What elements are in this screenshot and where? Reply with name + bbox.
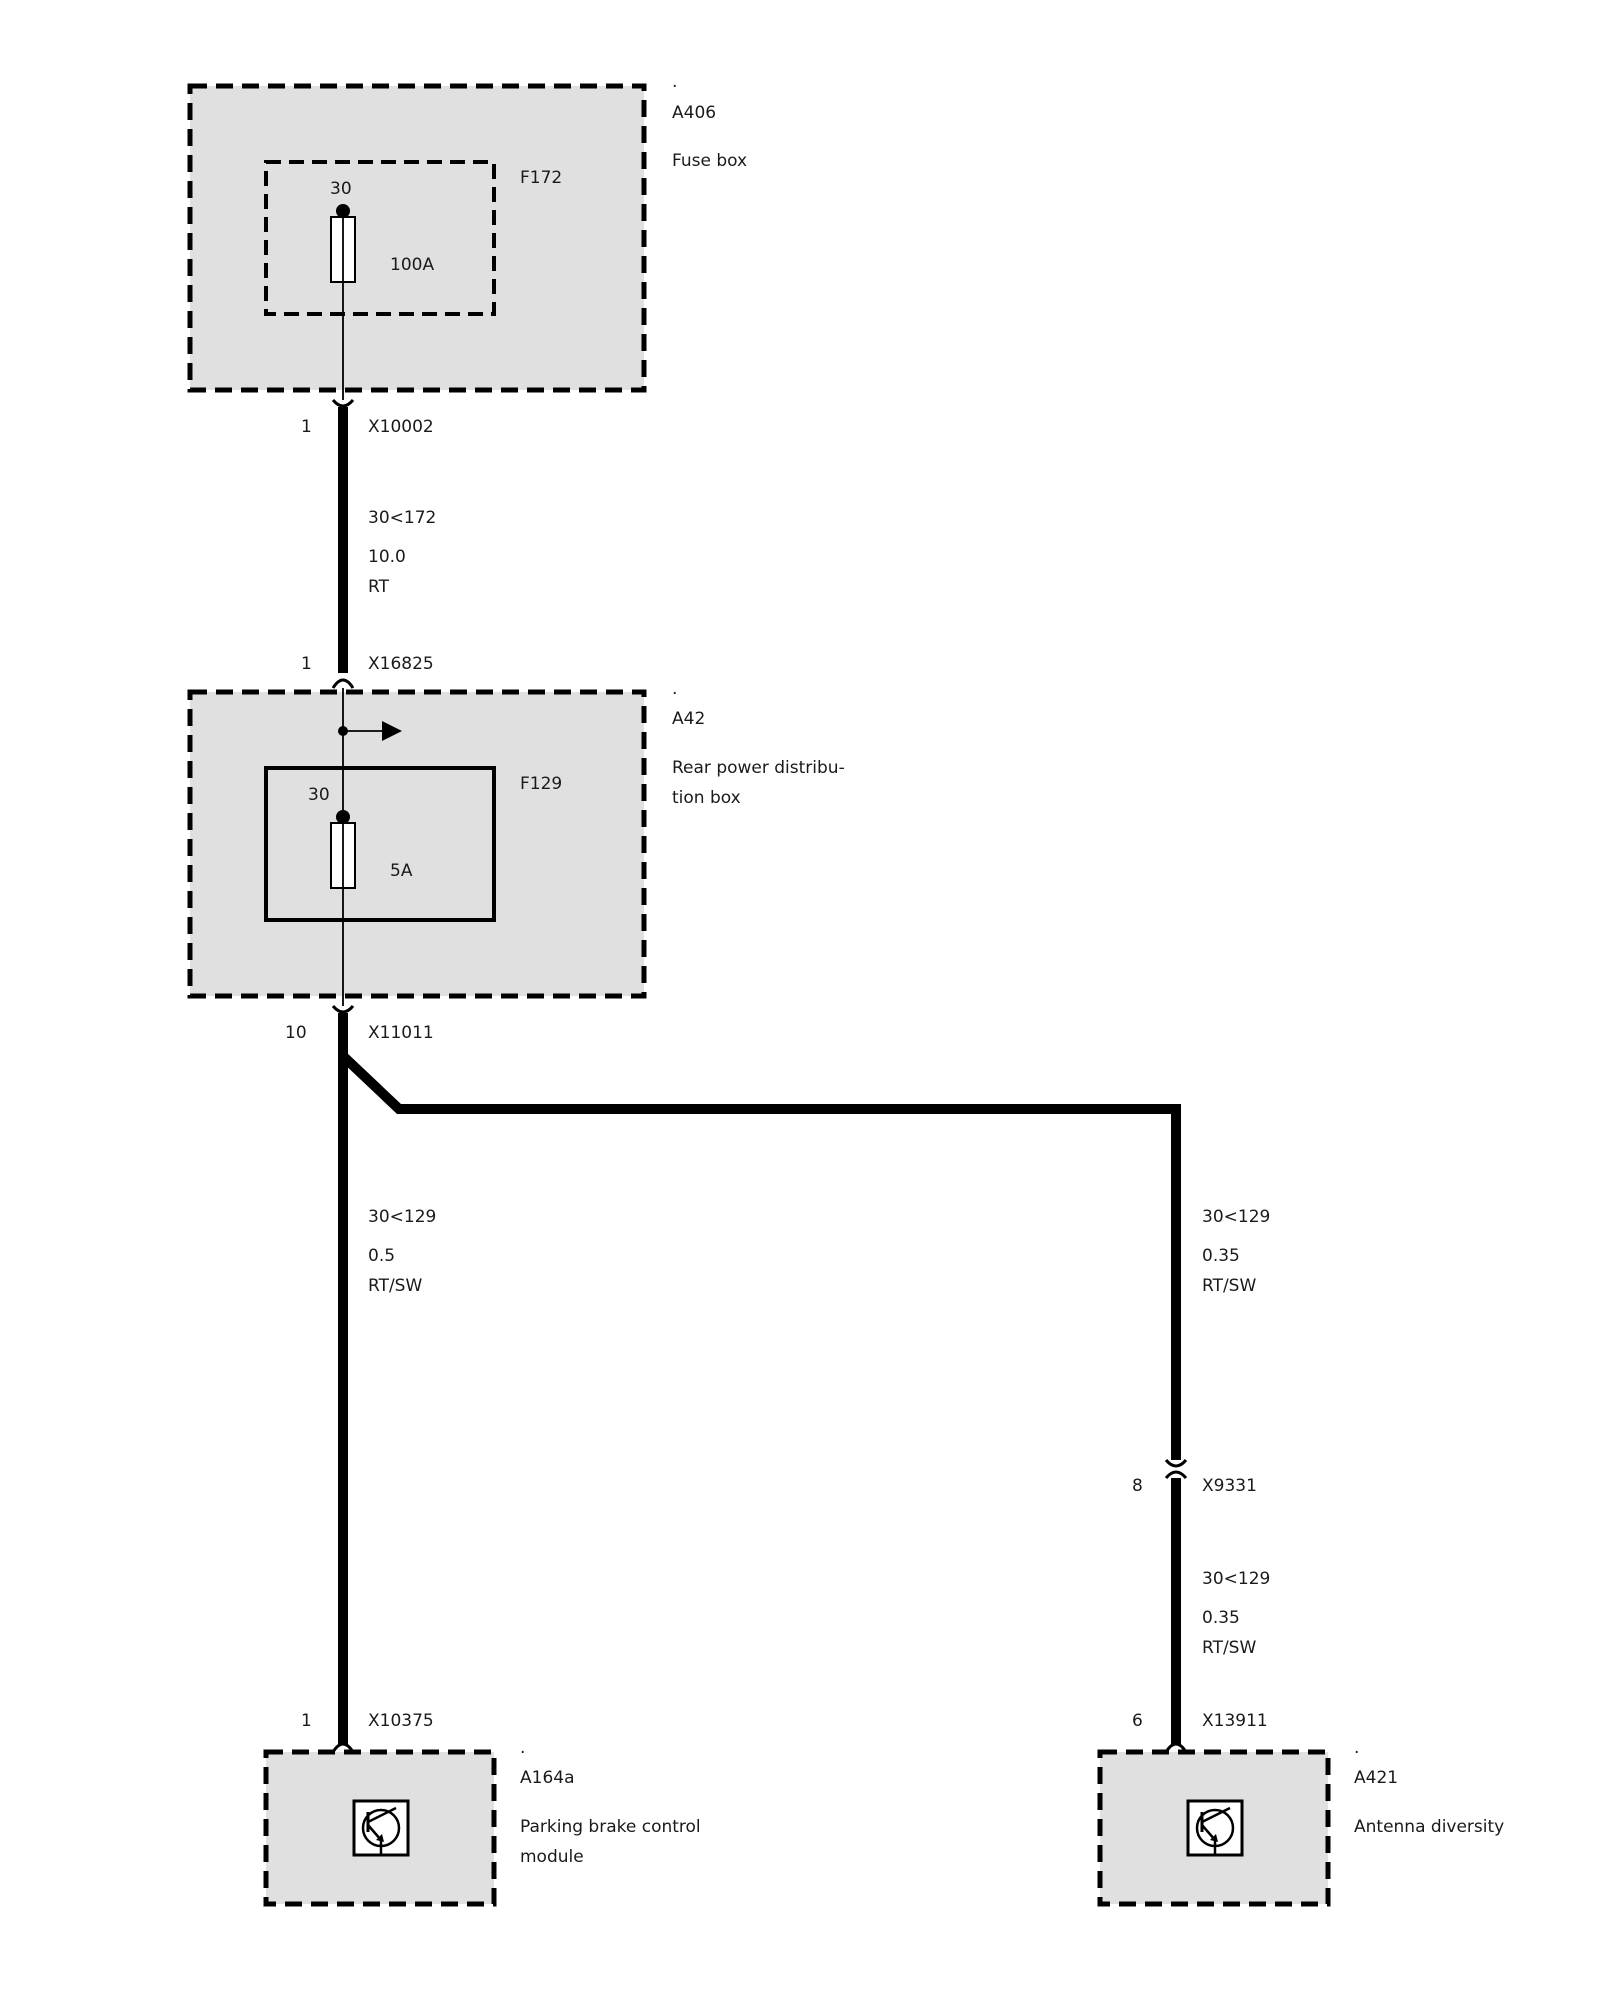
x10002-id: X10002 [368, 417, 434, 437]
wire-2-color: RT/SW [368, 1276, 422, 1296]
x9331-connector-icon-upper[interactable] [1164, 1458, 1188, 1468]
wire-2-size: 0.5 [368, 1246, 395, 1266]
a164a-name-line2: module [520, 1847, 584, 1867]
x9331-pin: 8 [1132, 1476, 1143, 1496]
wire-1-color: RT [368, 577, 390, 597]
wire-1-signal: 30<172 [368, 508, 436, 528]
a421-dot: . [1354, 1738, 1359, 1758]
a42-name-line1: Rear power distribu- [672, 758, 845, 778]
wire-4-signal: 30<129 [1202, 1569, 1270, 1589]
a406-name: Fuse box [672, 151, 747, 171]
component-a164a-parking-brake-control-module[interactable] [263, 1749, 497, 1907]
fuse-f172-housing [264, 160, 496, 316]
x9331-id: X9331 [1202, 1476, 1257, 1496]
f172-id: F172 [520, 168, 562, 188]
wire-30-129-branch-to-x9331[interactable] [339, 1052, 1181, 1460]
wire-2-signal: 30<129 [368, 1207, 436, 1227]
x11011-connector-icon[interactable] [331, 1004, 355, 1014]
component-a42-rear-power-distribution-box[interactable] [187, 689, 647, 999]
fuse-f129-housing [264, 766, 496, 922]
transistor-icon [352, 1799, 410, 1857]
x16825-pin: 1 [301, 654, 312, 674]
f129-terminal: 30 [308, 785, 330, 805]
component-a406-fuse-box[interactable] [187, 83, 647, 393]
x16825-connector-icon[interactable] [331, 678, 355, 689]
a42-id: A42 [672, 709, 705, 729]
wire-1-size: 10.0 [368, 547, 406, 567]
a421-name: Antenna diversity [1354, 1817, 1504, 1837]
fuse-f172-icon [330, 204, 356, 283]
f172-terminal: 30 [330, 179, 352, 199]
x10002-pin: 1 [301, 417, 312, 437]
f172-rating: 100A [390, 255, 434, 275]
f129-id: F129 [520, 774, 562, 794]
x13911-pin: 6 [1132, 1711, 1143, 1731]
a42-dot: . [672, 679, 677, 699]
branch-arrow-icon [338, 721, 402, 741]
a406-id: A406 [672, 103, 716, 123]
x16825-id: X16825 [368, 654, 434, 674]
x11011-id: X11011 [368, 1023, 434, 1043]
f129-rating: 5A [390, 861, 413, 881]
x10375-id: X10375 [368, 1711, 434, 1731]
transistor-icon [1186, 1799, 1244, 1857]
component-a421-antenna-diversity[interactable] [1097, 1749, 1331, 1907]
a42-name-line2: tion box [672, 788, 741, 808]
wire-3-signal: 30<129 [1202, 1207, 1270, 1227]
wire-4-color: RT/SW [1202, 1638, 1256, 1658]
wire-3-color: RT/SW [1202, 1276, 1256, 1296]
a164a-dot: . [520, 1738, 525, 1758]
a164a-name-line1: Parking brake control [520, 1817, 701, 1837]
a406-dot: . [672, 72, 677, 92]
wire-4-size: 0.35 [1202, 1608, 1240, 1628]
x9331-connector-icon-lower[interactable] [1164, 1470, 1188, 1480]
a164a-id: A164a [520, 1768, 575, 1788]
x13911-id: X13911 [1202, 1711, 1268, 1731]
wire-3-size: 0.35 [1202, 1246, 1240, 1266]
x10375-pin: 1 [301, 1711, 312, 1731]
x11011-pin: 10 [285, 1023, 307, 1043]
a421-id: A421 [1354, 1768, 1398, 1788]
x10002-connector-icon[interactable] [331, 398, 355, 408]
